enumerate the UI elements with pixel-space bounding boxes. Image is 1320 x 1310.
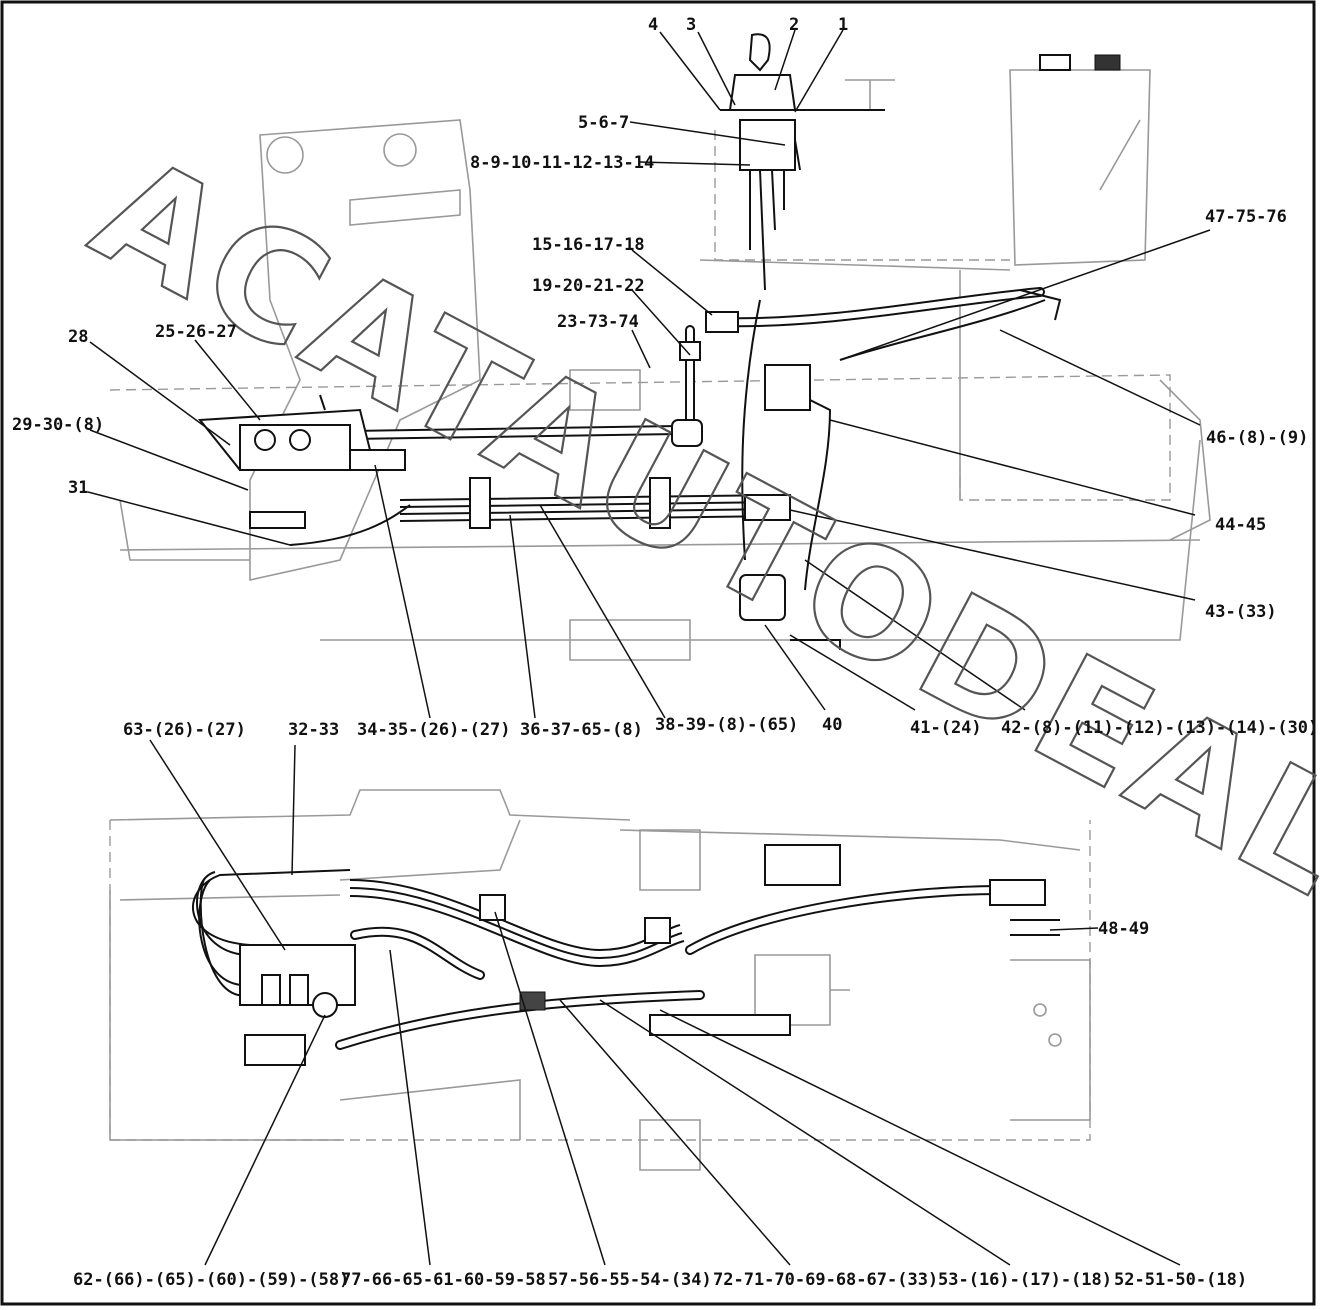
callout-14: 31 [68, 478, 88, 498]
callout-16: 44-45 [1215, 515, 1266, 535]
callout-6: 8-9-10-11-12-13-14 [470, 153, 654, 173]
callout-18: 63-(26)-(27) [123, 720, 246, 740]
leader-lines [87, 29, 1211, 1266]
callout-labels: 1 2 3 4 5-6-7 8-9-10-11-12-13-14 15-16-1… [12, 15, 1318, 1290]
callout-31: 53-(16)-(17)-(18) [938, 1270, 1112, 1290]
lower-assembly-view [109, 789, 1091, 1171]
callout-7: 15-16-17-18 [532, 235, 645, 255]
callout-9: 23-73-74 [557, 312, 639, 332]
callout-8: 19-20-21-22 [532, 276, 645, 296]
callout-1: 1 [838, 15, 848, 35]
callout-13: 29-30-(8) [12, 415, 104, 435]
callout-26: 48-49 [1098, 919, 1149, 939]
callout-17: 43-(33) [1205, 602, 1277, 622]
callout-23: 40 [822, 715, 842, 735]
callout-28: 77-66-65-61-60-59-58 [341, 1270, 546, 1290]
callout-20: 34-35-(26)-(27) [357, 720, 511, 740]
callout-5: 5-6-7 [578, 113, 629, 133]
callout-12: 25-26-27 [155, 322, 237, 342]
callout-15: 46-(8)-(9) [1206, 428, 1308, 448]
callout-30: 72-71-70-69-68-67-(33) [713, 1270, 938, 1290]
callout-32: 52-51-50-(18) [1114, 1270, 1247, 1290]
callout-4: 4 [648, 15, 658, 35]
callout-24: 41-(24) [910, 718, 982, 738]
upper-assembly-view [109, 33, 1211, 661]
callout-27: 62-(66)-(65)-(60)-(59)-(58) [73, 1270, 349, 1290]
callout-19: 32-33 [288, 720, 339, 740]
callout-3: 3 [686, 15, 696, 35]
callout-10: 47-75-76 [1205, 207, 1287, 227]
callout-22: 38-39-(8)-(65) [655, 715, 798, 735]
callout-11: 28 [68, 327, 88, 347]
callout-25: 42-(8)-(11)-(12)-(13)-(14)-(30) [1001, 718, 1318, 738]
callout-2: 2 [789, 15, 799, 35]
callout-21: 36-37-65-(8) [520, 720, 643, 740]
callout-29: 57-56-55-54-(34) [548, 1270, 712, 1290]
